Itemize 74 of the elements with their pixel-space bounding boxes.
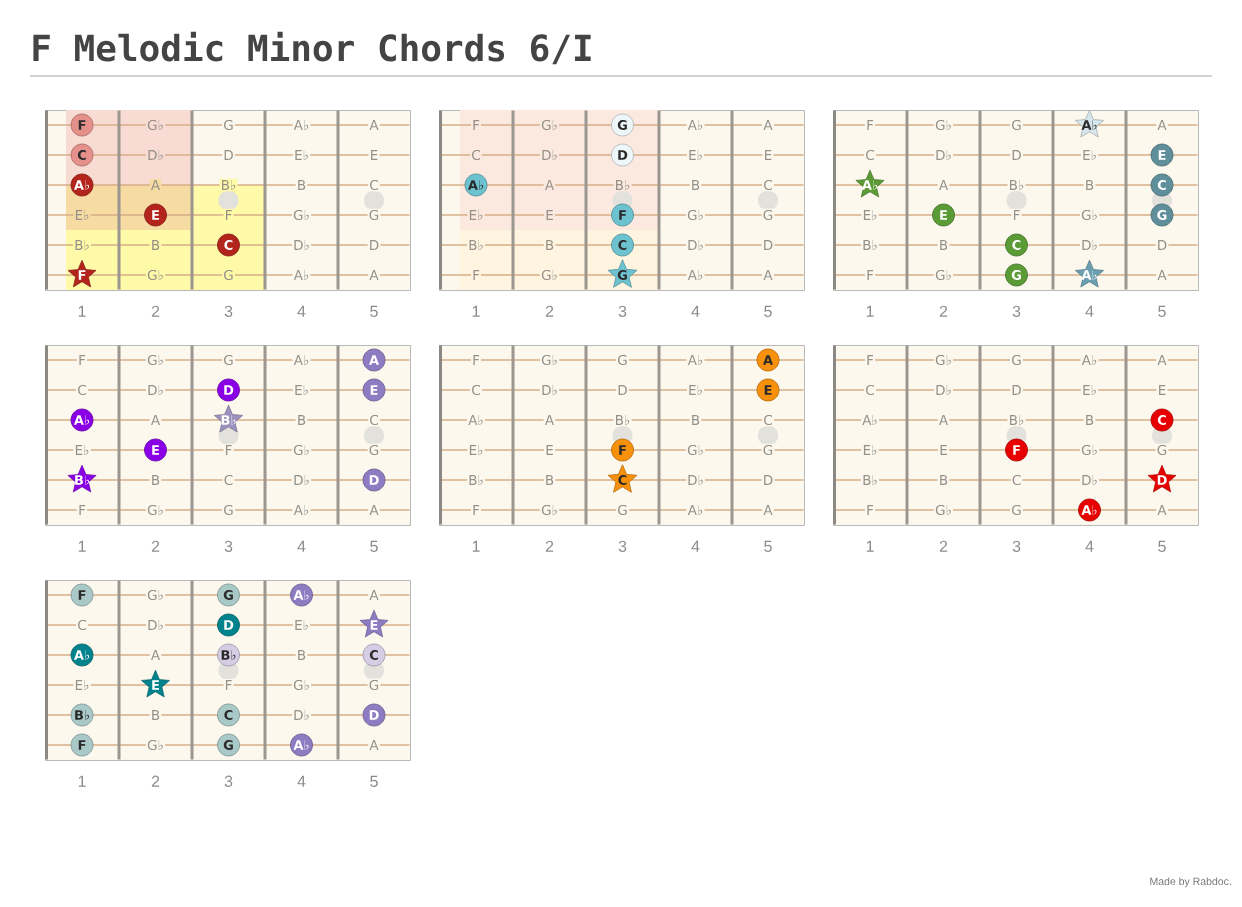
note-name: A bbox=[762, 503, 774, 517]
fret-number: 5 bbox=[370, 775, 378, 787]
fret-number: 1 bbox=[866, 305, 874, 317]
fret-number: 3 bbox=[1012, 305, 1021, 317]
fret-number: 1 bbox=[78, 775, 86, 787]
note-name: F bbox=[470, 503, 482, 517]
note-name: F bbox=[470, 353, 482, 367]
note-name: F bbox=[864, 353, 876, 367]
note-name: C bbox=[762, 413, 774, 427]
note-name: A bbox=[1156, 503, 1168, 517]
note-name: A bbox=[762, 268, 774, 282]
note-name: E bbox=[1156, 383, 1168, 397]
note-name: F bbox=[470, 118, 482, 132]
fret-number: 4 bbox=[297, 775, 306, 787]
note-name: B♭ bbox=[861, 473, 879, 487]
note-name: B♭ bbox=[467, 473, 485, 487]
note-name: F bbox=[470, 268, 482, 282]
fret-number: 4 bbox=[1085, 305, 1094, 317]
note-name: A bbox=[1156, 268, 1168, 282]
credit-text: Made by Rabdoc. bbox=[1150, 877, 1231, 888]
note-name: C bbox=[470, 383, 482, 397]
note-name: A bbox=[368, 268, 380, 282]
fret-number: 4 bbox=[1085, 540, 1094, 552]
note-name: C bbox=[470, 148, 482, 162]
fret-number: 2 bbox=[939, 305, 948, 317]
fret-number: 3 bbox=[224, 305, 233, 317]
note-name: F bbox=[76, 503, 88, 517]
note-name: B♭ bbox=[467, 238, 485, 252]
note-name: C bbox=[368, 178, 380, 192]
fret-number: 4 bbox=[297, 305, 306, 317]
fret-number: 3 bbox=[224, 775, 233, 787]
note-name: A bbox=[762, 118, 774, 132]
fret-number: 2 bbox=[151, 305, 160, 317]
fret-number: 1 bbox=[78, 305, 86, 317]
fret-number: 5 bbox=[370, 540, 378, 552]
fret-number: 4 bbox=[691, 540, 700, 552]
fret-number: 2 bbox=[939, 540, 948, 552]
fret-number: 2 bbox=[151, 540, 160, 552]
note-name: E bbox=[368, 148, 380, 162]
note-name: B♭ bbox=[861, 238, 879, 252]
note-name: A bbox=[1156, 353, 1168, 367]
fret-number: 2 bbox=[545, 305, 554, 317]
fret-number: 3 bbox=[618, 305, 627, 317]
fret-number: 4 bbox=[297, 540, 306, 552]
note-name: A bbox=[368, 118, 380, 132]
note-name: C bbox=[368, 413, 380, 427]
note-name: C bbox=[762, 178, 774, 192]
note-name: C bbox=[864, 383, 876, 397]
note-name: F bbox=[864, 503, 876, 517]
note-name: A bbox=[368, 738, 380, 752]
note-name: E bbox=[762, 148, 774, 162]
note-name: A bbox=[368, 503, 380, 517]
note-name: F bbox=[76, 353, 88, 367]
fret-number: 5 bbox=[764, 305, 772, 317]
fret-number: 5 bbox=[764, 540, 772, 552]
fret-number: 1 bbox=[472, 540, 480, 552]
fret-number: 3 bbox=[1012, 540, 1021, 552]
note-name: F bbox=[864, 118, 876, 132]
note-name: A bbox=[1156, 118, 1168, 132]
fret-number: 5 bbox=[1158, 305, 1166, 317]
fret-number: 3 bbox=[618, 540, 627, 552]
title: F Melodic Minor Chords 6/I bbox=[33, 31, 591, 65]
fret-number: 5 bbox=[370, 305, 378, 317]
fret-number: 1 bbox=[472, 305, 480, 317]
fret-number: 1 bbox=[866, 540, 874, 552]
note-name: C bbox=[76, 618, 88, 632]
fret-number: 2 bbox=[151, 775, 160, 787]
fret-number: 5 bbox=[1158, 540, 1166, 552]
fret-number: 1 bbox=[78, 540, 86, 552]
fret-number: 2 bbox=[545, 540, 554, 552]
fret-number: 3 bbox=[224, 540, 233, 552]
note-name: F bbox=[864, 268, 876, 282]
fret-number: 4 bbox=[691, 305, 700, 317]
note-name: C bbox=[76, 383, 88, 397]
